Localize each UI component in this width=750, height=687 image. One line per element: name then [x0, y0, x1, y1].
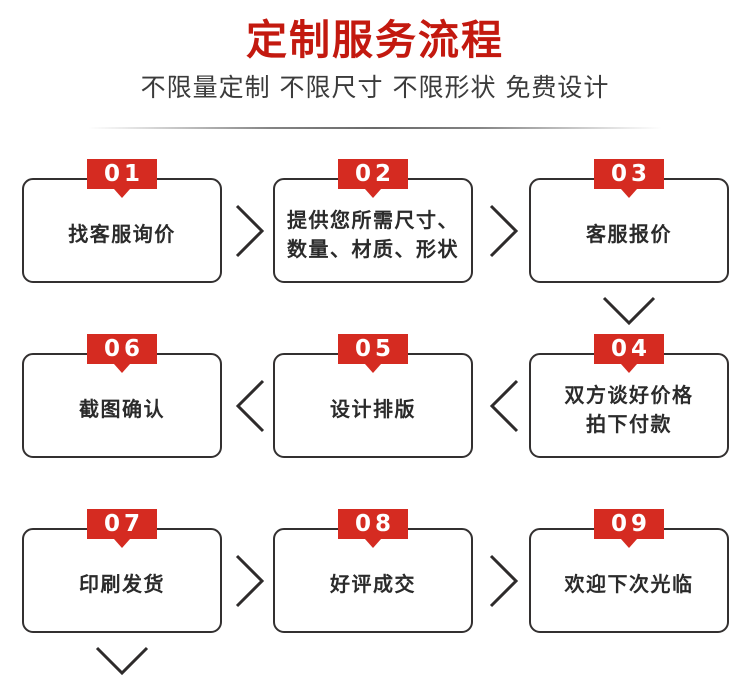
- step-label: 设计排版: [330, 397, 416, 421]
- step-number-badge: 05: [338, 334, 408, 373]
- step-box-08[interactable]: 08 好评成交: [273, 509, 473, 633]
- step-number-badge: 06: [87, 334, 157, 373]
- step-number-badge: 09: [594, 509, 664, 548]
- step-box-02[interactable]: 02 提供您所需尺寸、 数量、材质、形状: [273, 159, 473, 283]
- step-box-07[interactable]: 07 印刷发货: [22, 509, 222, 633]
- header-divider: [88, 127, 662, 129]
- step-number-badge: 08: [338, 509, 408, 548]
- chevron-down-icon: [94, 644, 150, 678]
- step-box-05[interactable]: 05 设计排版: [273, 334, 473, 458]
- step-box-03[interactable]: 03 客服报价: [529, 159, 729, 283]
- flow-row-2: 06 截图确认 05 设计排版 04 双方谈好价格 拍下付款: [0, 330, 750, 676]
- step-number-badge: 03: [594, 159, 664, 198]
- step-box-01[interactable]: 01 找客服询价: [22, 159, 222, 283]
- step-number-badge: 07: [87, 509, 157, 548]
- step-label: 找客服询价: [68, 222, 176, 246]
- chevron-down-icon: [601, 294, 657, 328]
- page-title: 定制服务流程: [246, 16, 504, 64]
- step-label: 欢迎下次光临: [564, 572, 694, 596]
- step-label: 印刷发货: [79, 572, 165, 596]
- step-label: 双方谈好价格 拍下付款: [564, 382, 694, 436]
- step-box-04[interactable]: 04 双方谈好价格 拍下付款: [529, 334, 729, 458]
- flow-row-3: 07 印刷发货 08 好评成交 09 欢迎下次光临: [0, 505, 750, 633]
- step-label: 客服报价: [586, 222, 672, 246]
- step-label: 截图确认: [79, 397, 165, 421]
- step-box-06[interactable]: 06 截图确认: [22, 334, 222, 458]
- chevron-right-icon: [233, 553, 267, 609]
- chevron-right-icon: [487, 203, 521, 259]
- chevron-left-icon: [487, 378, 521, 434]
- step-label: 提供您所需尺寸、 数量、材质、形状: [287, 207, 459, 261]
- header: 定制服务流程 不限量定制 不限尺寸 不限形状 免费设计: [0, 0, 750, 105]
- chevron-left-icon: [233, 378, 267, 434]
- chevron-right-icon: [233, 203, 267, 259]
- flow-diagram: 01 找客服询价 02 提供您所需尺寸、 数量、材质、形状 03 客服报价: [0, 155, 750, 676]
- step-label: 好评成交: [330, 572, 416, 596]
- step-number-badge: 04: [594, 334, 664, 373]
- chevron-right-icon: [487, 553, 521, 609]
- step-number-badge: 01: [87, 159, 157, 198]
- page-subtitle: 不限量定制 不限尺寸 不限形状 免费设计: [140, 73, 610, 102]
- step-box-09[interactable]: 09 欢迎下次光临: [529, 509, 729, 633]
- step-number-badge: 02: [338, 159, 408, 198]
- flow-row-1: 01 找客服询价 02 提供您所需尺寸、 数量、材质、形状 03 客服报价: [0, 155, 750, 326]
